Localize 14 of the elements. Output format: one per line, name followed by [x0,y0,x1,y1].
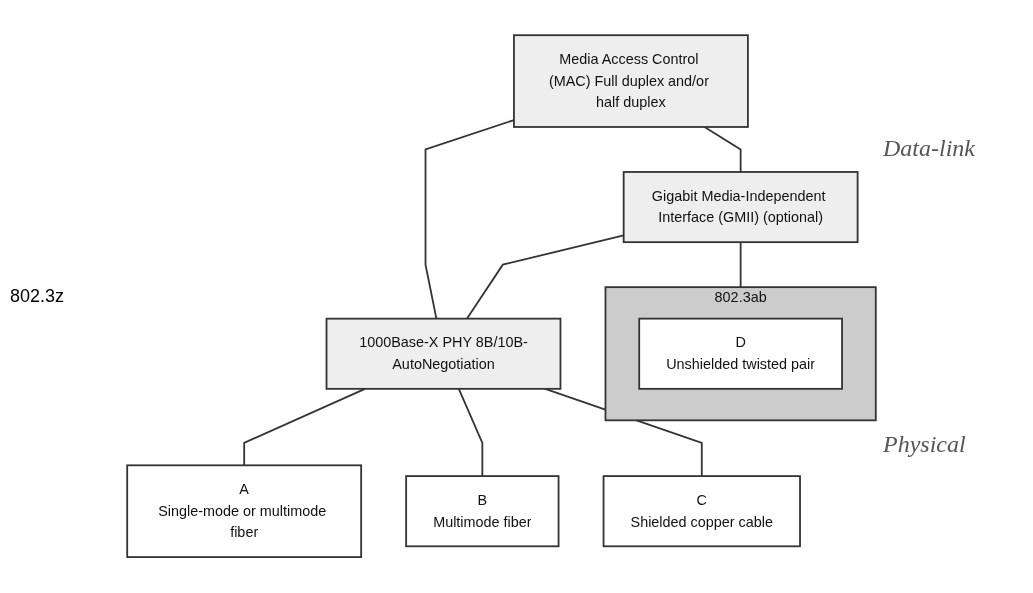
connector [457,388,484,478]
node-box: 1000Base-X PHY 8B/10B-AutoNegotiation [325,318,562,391]
connector [739,241,742,289]
node-box: A Single-mode or multimode fiber [126,464,363,559]
node-box: Gigabit Media-Independent Interface (GMII) (optional) [622,171,859,244]
node-box: D Unshielded twisted pair [638,318,843,391]
layer-label: Data-link [883,134,976,162]
node-box: Media Access Control (MAC) Full duplex and/or half duplex [513,34,749,129]
connector [703,126,742,174]
layer-label: Physical [883,431,967,459]
node-box: C Shielded copper cable [602,475,801,548]
connector [243,388,366,467]
node-box: B Multimode fiber [405,475,560,548]
standard-label: 802.3z [10,286,66,307]
